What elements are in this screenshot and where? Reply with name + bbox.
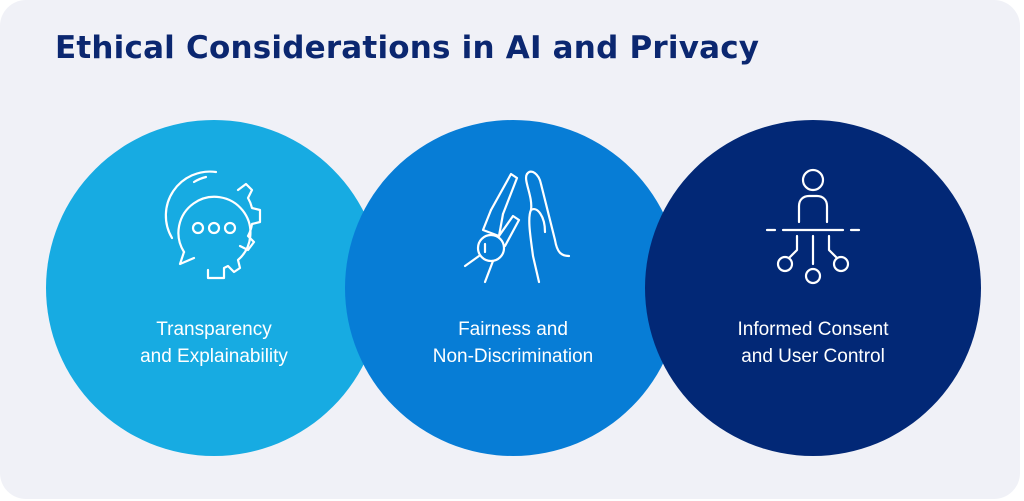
label-line-1: Informed Consent — [737, 319, 889, 340]
label-line-2: and User Control — [741, 346, 885, 367]
high-five-hands-icon — [453, 160, 573, 290]
label-fairness: Fairness and Non-Discrimination — [345, 316, 681, 370]
label-line-2: Non-Discrimination — [432, 346, 594, 367]
user-network-icon — [753, 160, 873, 290]
circle-transparency: Transparency and Explainability — [46, 120, 382, 456]
circle-consent: Informed Consent and User Control — [645, 120, 981, 456]
label-line-1: Fairness and — [458, 319, 568, 340]
label-consent: Informed Consent and User Control — [645, 316, 981, 370]
page-title: Ethical Considerations in AI and Privacy — [55, 30, 760, 66]
circle-fairness: Fairness and Non-Discrimination — [345, 120, 681, 456]
label-line-2: and Explainability — [140, 346, 288, 367]
gear-chat-bubble-icon — [154, 160, 274, 290]
label-transparency: Transparency and Explainability — [46, 316, 382, 370]
label-line-1: Transparency — [156, 319, 272, 340]
